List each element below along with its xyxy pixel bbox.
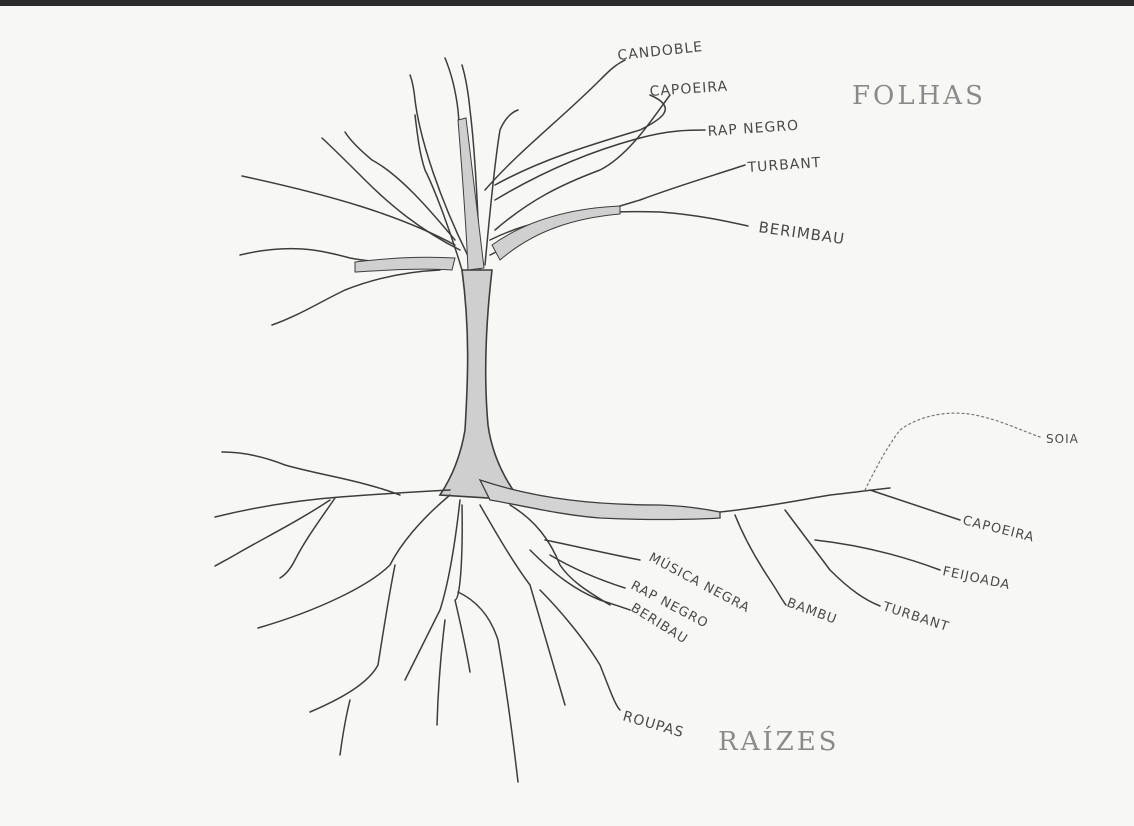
root-label-soia: SOIA bbox=[1046, 432, 1079, 446]
root-label-capoeira: CAPOEIRA bbox=[961, 513, 1036, 545]
leaf-label-candoble: CANDOBLE bbox=[617, 39, 704, 64]
tree-trunk bbox=[440, 270, 520, 500]
crown-limb-center bbox=[458, 118, 484, 270]
leaf-label-rap-negro: RAP NEGRO bbox=[707, 118, 799, 140]
leaf-label-berimbau: BERIMBAU bbox=[757, 218, 846, 248]
root-base-right bbox=[480, 480, 720, 520]
leaf-label-capoeira: CAPOEIRA bbox=[649, 79, 728, 100]
title-roots: RAÍZES bbox=[718, 725, 839, 757]
title-leaves: FOLHAS bbox=[852, 81, 986, 111]
leaf-label-turbant: TURBANT bbox=[746, 155, 822, 176]
root-label-roupas: ROUPAS bbox=[621, 708, 686, 741]
paper-top-edge bbox=[0, 0, 1134, 6]
faint-root-soia bbox=[865, 413, 1040, 490]
crown-limb-left bbox=[355, 257, 455, 272]
crown-limb-right bbox=[492, 206, 620, 260]
root-label-bambu: BAMBU bbox=[785, 596, 839, 628]
root-label-turbant: TURBANT bbox=[880, 599, 951, 635]
root-label-feijoada: FEIJOADA bbox=[941, 564, 1012, 593]
